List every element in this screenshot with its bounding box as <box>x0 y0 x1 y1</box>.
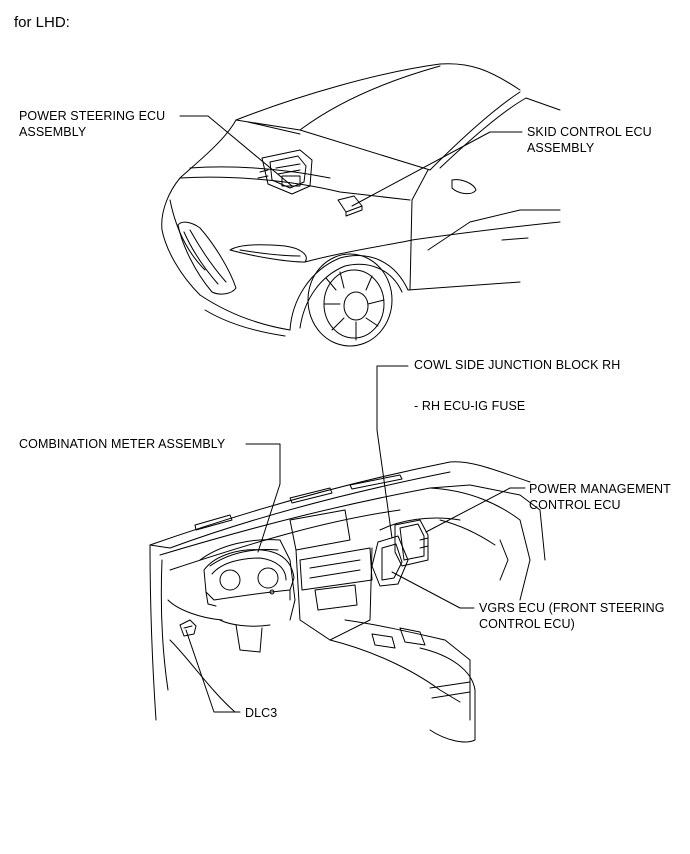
power-management-ecu-illustration <box>395 520 428 566</box>
leader-power-steering-ecu <box>180 116 292 186</box>
label-power-management-ecu: POWER MANAGEMENT CONTROL ECU <box>529 482 671 512</box>
label-vgrs-ecu: VGRS ECU (FRONT STEERING CONTROL ECU) <box>479 601 665 631</box>
leader-cowl-side-junction <box>377 366 408 538</box>
label-dlc3: DLC3 <box>245 706 278 720</box>
vehicle-illustration <box>162 64 560 346</box>
label-combination-meter: COMBINATION METER ASSEMBLY <box>19 437 226 451</box>
leader-dlc3 <box>186 630 240 712</box>
leader-combination-meter <box>246 444 280 552</box>
label-cowl-side-junction-block: COWL SIDE JUNCTION BLOCK RH <box>414 358 621 372</box>
label-rh-ecu-ig-fuse: - RH ECU-IG FUSE <box>414 399 526 413</box>
combination-meter-illustration <box>204 550 294 606</box>
leader-vgrs-ecu <box>392 572 474 608</box>
diagram-heading: for LHD: <box>14 14 70 31</box>
dashboard-illustration <box>150 462 545 742</box>
leader-skid-control-ecu <box>352 132 522 206</box>
power-steering-ecu-illustration <box>258 150 312 194</box>
label-power-steering-ecu: POWER STEERING ECU ASSEMBLY <box>19 109 166 139</box>
skid-control-ecu-illustration <box>338 196 362 216</box>
dlc3-illustration <box>180 620 196 636</box>
leader-lines <box>180 116 525 712</box>
label-skid-control-ecu: SKID CONTROL ECU ASSEMBLY <box>527 125 652 155</box>
vgrs-ecu-illustration <box>372 536 408 586</box>
leader-power-management-ecu <box>426 488 525 532</box>
